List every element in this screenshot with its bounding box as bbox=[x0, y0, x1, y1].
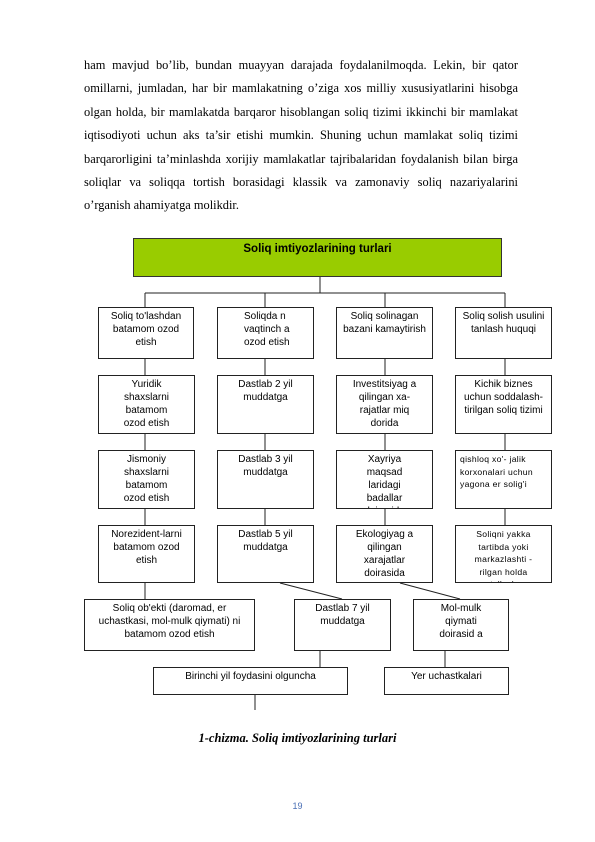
box-tax-method-choice: Soliq solish usulini tanlash huquqi bbox=[455, 307, 552, 359]
box-3-years: Dastlab 3 yil muddatga bbox=[217, 450, 314, 509]
diagram-title: Soliq imtiyozlarining turlari bbox=[243, 243, 392, 255]
box-7-years: Dastlab 7 yil muddatga bbox=[294, 599, 391, 651]
box-tax-base-reduction: Soliq solinagan bazani kamaytirish bbox=[336, 307, 433, 359]
box-ecology-expenses: Ekologiyag a qilingan xarajatlar doirasi… bbox=[336, 525, 433, 583]
box-temporary-exemption: Soliqda n vaqtinch a ozod etish bbox=[217, 307, 314, 359]
box-5-years: Dastlab 5 yil muddatga bbox=[217, 525, 314, 583]
box-individuals: Jismoniy shaxslarni batamom ozod etish bbox=[98, 450, 195, 509]
box-legal-entities: Yuridik shaxslarni batamom ozod etish bbox=[98, 375, 195, 434]
box-individual-or-centralized: Soliqni yakka tartibda yoki markazlashti… bbox=[455, 525, 552, 583]
page-number: 19 bbox=[292, 801, 303, 811]
box-agricultural-land-tax: qishloq xo'- jalik korxonalari uchun yag… bbox=[455, 450, 552, 509]
box-charity-contributions: Xayriya maqsad laridagi badallar doirasi… bbox=[336, 450, 433, 509]
box-property-value: Mol-mulk qiymati doirasid a bbox=[413, 599, 509, 651]
box-investment-expenses: Investitsiyag a qilingan xa- rajatlar mi… bbox=[336, 375, 433, 434]
box-land-plots: Yer uchastkalari bbox=[384, 667, 509, 695]
box-non-residents: Norezident-larni batamom ozod etish bbox=[98, 525, 195, 583]
box-tax-object-exemption: Soliq ob'ekti (daromad, er uchastkasi, m… bbox=[84, 599, 255, 651]
diagram-title-box: Soliq imtiyozlarining turlari bbox=[133, 238, 502, 277]
figure-caption: 1-chizma. Soliq imtiyozlarining turlari bbox=[198, 731, 397, 745]
box-2-years: Dastlab 2 yil muddatga bbox=[217, 375, 314, 434]
body-paragraph: ham mavjud bo’lib, bundan muayyan daraja… bbox=[84, 58, 518, 213]
box-full-exemption: Soliq to'lashdan batamom ozod etish bbox=[98, 307, 194, 359]
box-until-first-profit: Birinchi yil foydasini olguncha bbox=[153, 667, 348, 695]
box-simplified-tax: Kichik biznes uchun soddalash- tirilgan … bbox=[455, 375, 552, 434]
